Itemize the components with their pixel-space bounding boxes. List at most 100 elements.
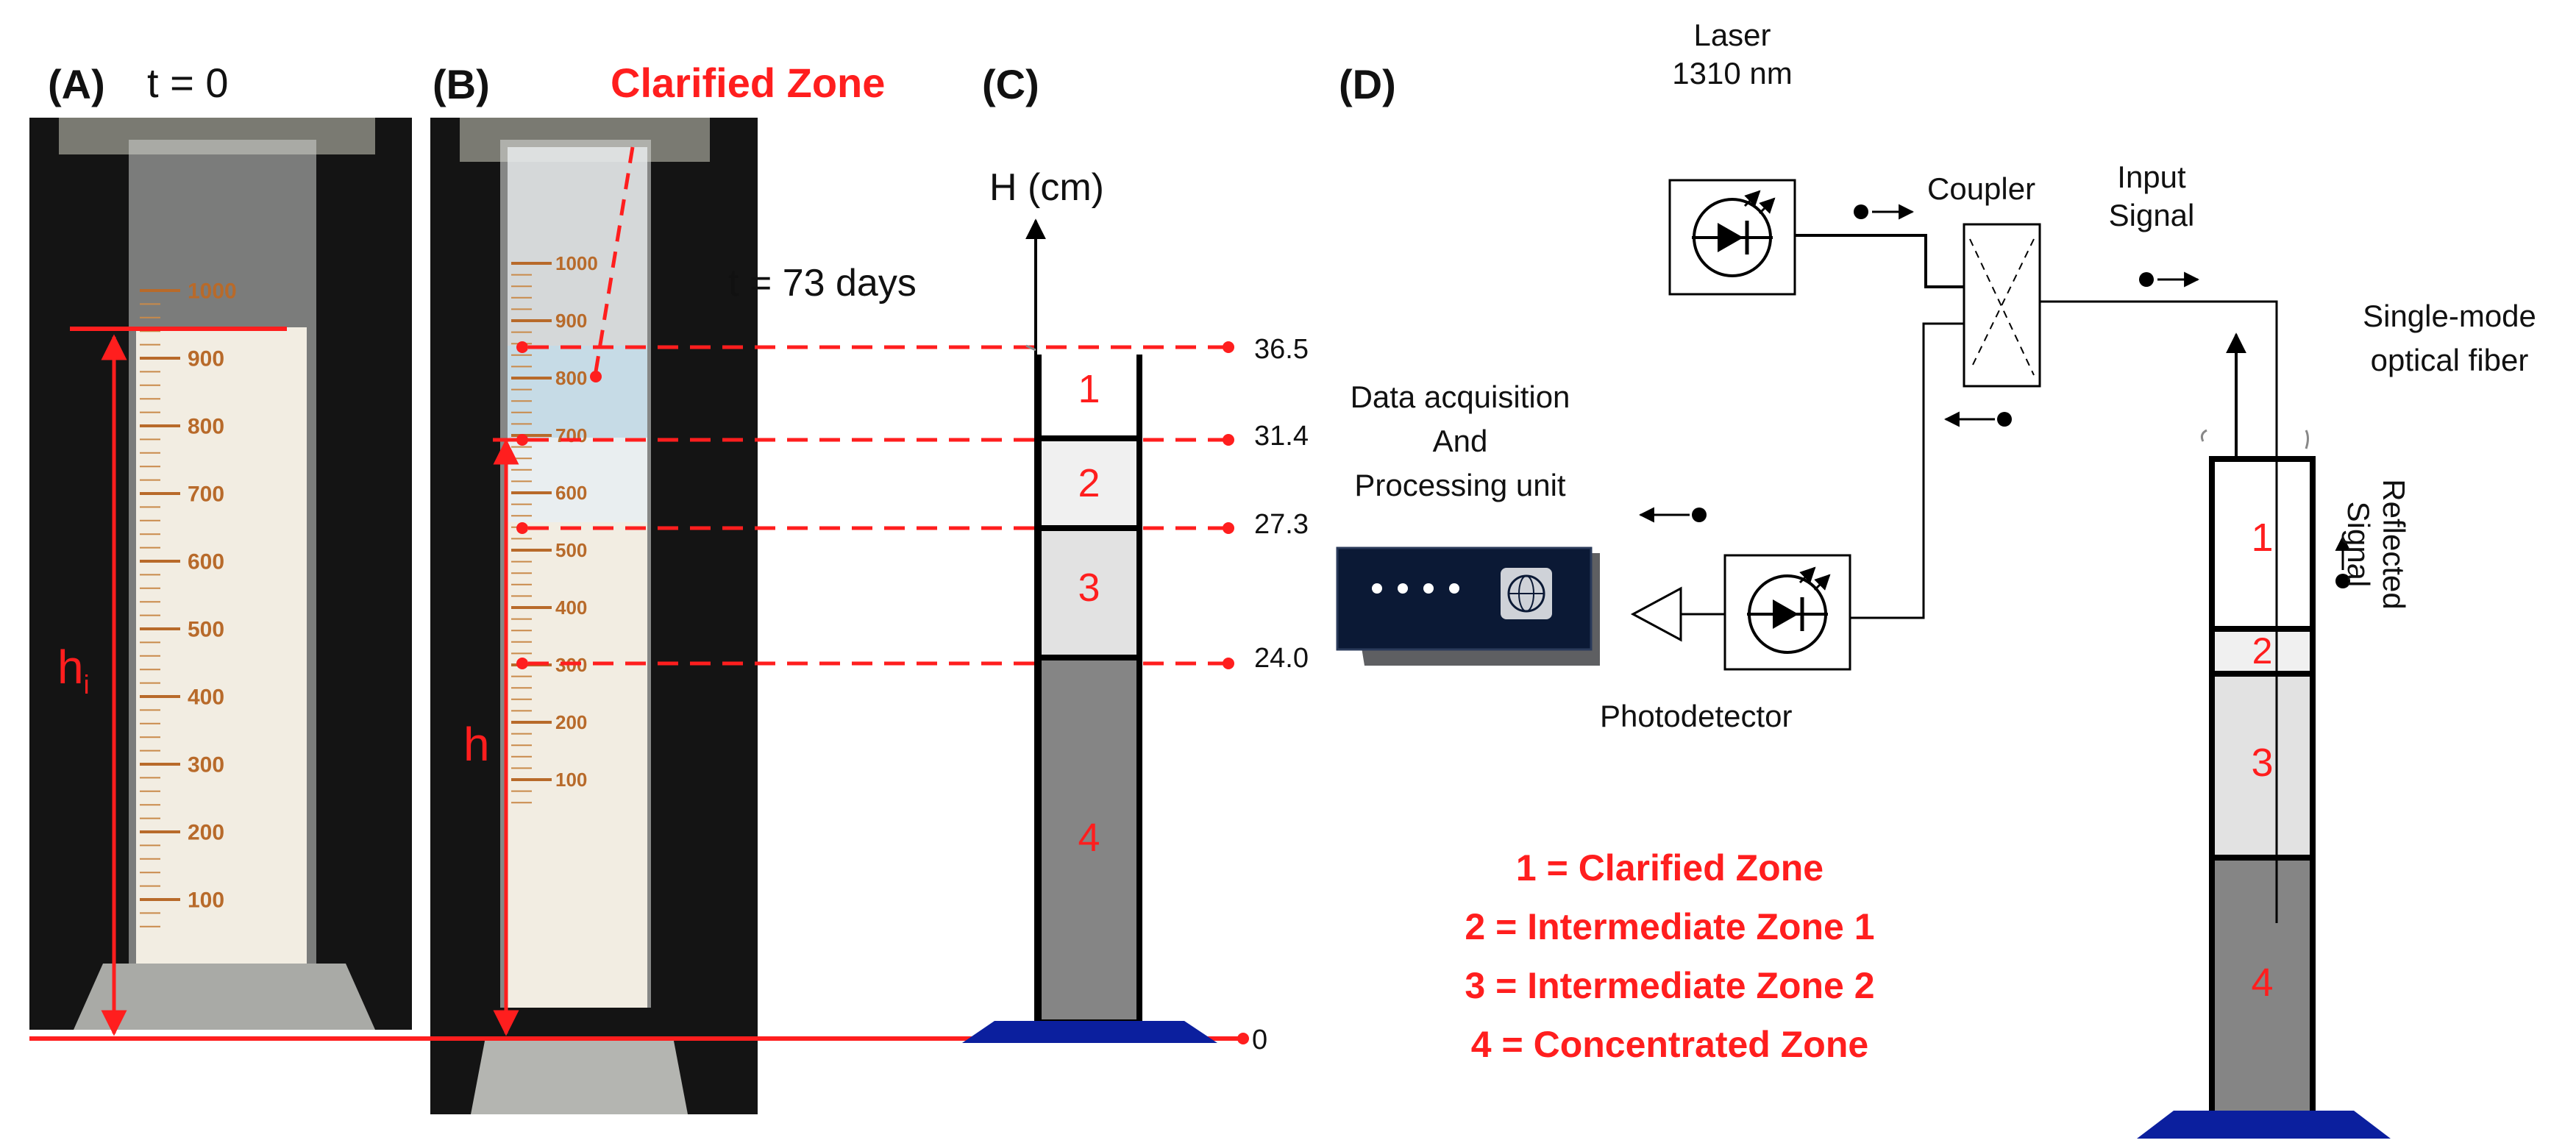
graduation-label: 300 [188, 753, 224, 777]
c-zone-4-fill [1042, 660, 1136, 1019]
level-dot-right [1223, 522, 1234, 534]
graduation-label: 800 [555, 367, 587, 389]
graduation-label: 1000 [555, 252, 598, 274]
cylinder-b-intermediate-layer [508, 438, 647, 522]
graduation-label: 700 [188, 483, 224, 507]
graduation-label: 200 [555, 711, 587, 733]
d-zone-2-fill [2215, 632, 2310, 671]
zone-legend: 1 = Clarified Zone 2 = Intermediate Zone… [1302, 838, 2038, 1074]
amplifier-triangle [1630, 586, 1682, 642]
daq-led-4 [1449, 583, 1459, 594]
graduation-label: 400 [188, 686, 224, 710]
graduation-label: 600 [188, 550, 224, 574]
photodetector-label: Photodetector [1600, 699, 1793, 733]
c-axis-label: H (cm) [989, 166, 1104, 209]
cylinder-a-suspension [136, 327, 307, 964]
d-zone-4-fill [2215, 861, 2310, 1115]
cylinder-b-film [508, 147, 647, 346]
c-zone-1-label: 1 [1078, 367, 1100, 411]
panel-c-tag: (C) [982, 61, 1039, 107]
clarified-zone-point [590, 371, 602, 382]
level-dot-right [1223, 658, 1234, 669]
panel-b-time: t = 73 days [728, 262, 917, 305]
graduation-label: 900 [555, 310, 587, 332]
laser-diode-triangle [1718, 223, 1743, 252]
graduation-label: 500 [555, 539, 587, 561]
daq-led-1 [1372, 583, 1382, 594]
baseline-dot [1237, 1033, 1249, 1044]
laser-label-line2: 1310 nm [1672, 56, 1793, 90]
level-lines [516, 341, 1234, 669]
input-signal-dot [2139, 272, 2154, 287]
laser-signal-dot [1854, 204, 1868, 219]
daq-led-3 [1423, 583, 1434, 594]
d-base [2137, 1111, 2391, 1139]
daq-label-line1: Data acquisition [1350, 380, 1570, 414]
level-dot-left [516, 434, 528, 446]
coupler-splitter-2 [1971, 238, 2035, 368]
cylinder-b-concentrated-layer [508, 522, 647, 1008]
d-zone-4-label: 4 [2251, 961, 2274, 1005]
level-label-0: 0 [1252, 1025, 1268, 1055]
legend-item-2: 2 = Intermediate Zone 1 [1465, 906, 1875, 947]
graduation-label: 100 [188, 889, 224, 913]
level-label-31-4: 31.4 [1254, 421, 1309, 452]
level-label-36-5: 36.5 [1254, 334, 1309, 365]
c-fiber-tip [1025, 344, 1036, 352]
cylinder-b-base [471, 1037, 688, 1114]
c-zone-2-label: 2 [1078, 461, 1100, 505]
coupler-splitter-1 [1969, 238, 2035, 376]
d-fiber-tip-right [2305, 430, 2309, 449]
daq-signal-dot [1692, 508, 1707, 522]
legend-item-4: 4 = Concentrated Zone [1470, 1024, 1869, 1065]
fiber-label-line2: optical fiber [2370, 343, 2529, 377]
return-fiber [1850, 322, 1964, 619]
c-base [962, 1021, 1217, 1043]
daq-label-line2: And [1432, 424, 1488, 458]
clarified-zone-pointer [594, 146, 635, 372]
laser-label-line1: Laser [1693, 18, 1771, 52]
graduation-label: 700 [555, 424, 587, 446]
c-zone-1-fill [1042, 355, 1136, 435]
fiber-label: Single-mode optical fiber [2343, 294, 2556, 382]
panel-d-tag: (D) [1339, 61, 1396, 107]
graduation-label: 400 [555, 597, 587, 619]
reflected-signal-dot [2335, 574, 2350, 588]
legend-item-1: 1 = Clarified Zone [1515, 847, 1824, 889]
level-dot-left [516, 658, 528, 669]
input-signal-label: Input Signal [2096, 158, 2207, 235]
cylinder-a-base [74, 964, 375, 1030]
laser-emission-arrow-2 [1758, 197, 1776, 215]
c-zone-3-label: 3 [1078, 566, 1100, 610]
daq-unit [1336, 546, 1593, 651]
hi-label: hi [57, 640, 90, 700]
level-dot-left [516, 522, 528, 534]
daq-label-line3: Processing unit [1354, 468, 1566, 502]
graduation-label: 900 [188, 347, 224, 371]
coupler-label: Coupler [1927, 171, 2036, 206]
input-signal-line1: Input [2117, 160, 2186, 194]
panel-a-tag: (A) [48, 61, 105, 107]
cylinder-b-clarified-layer [508, 346, 647, 438]
return-signal-dot [1997, 412, 2012, 427]
c-zone-3-fill [1042, 531, 1136, 655]
reflected-signal-line1: Reflected [2377, 479, 2411, 610]
h-label: h [463, 718, 490, 771]
daq-label: Data acquisition And Processing unit [1284, 375, 1637, 508]
pd-diode-triangle [1773, 599, 1798, 629]
panel-b-tag: (B) [433, 61, 490, 107]
input-signal-line2: Signal [2108, 198, 2195, 232]
reflected-signal-text: Reflected Signal [2341, 479, 2411, 609]
level-dot-right [1223, 341, 1234, 353]
graduation-label: 100 [555, 769, 587, 791]
graduation-label: 1000 [188, 279, 237, 304]
pd-light-arrow-2 [1813, 574, 1831, 591]
reflected-signal-line2: Signal [2341, 501, 2376, 588]
d-zone-1-label: 1 [2251, 516, 2274, 560]
hi-label-main: h [57, 641, 84, 694]
